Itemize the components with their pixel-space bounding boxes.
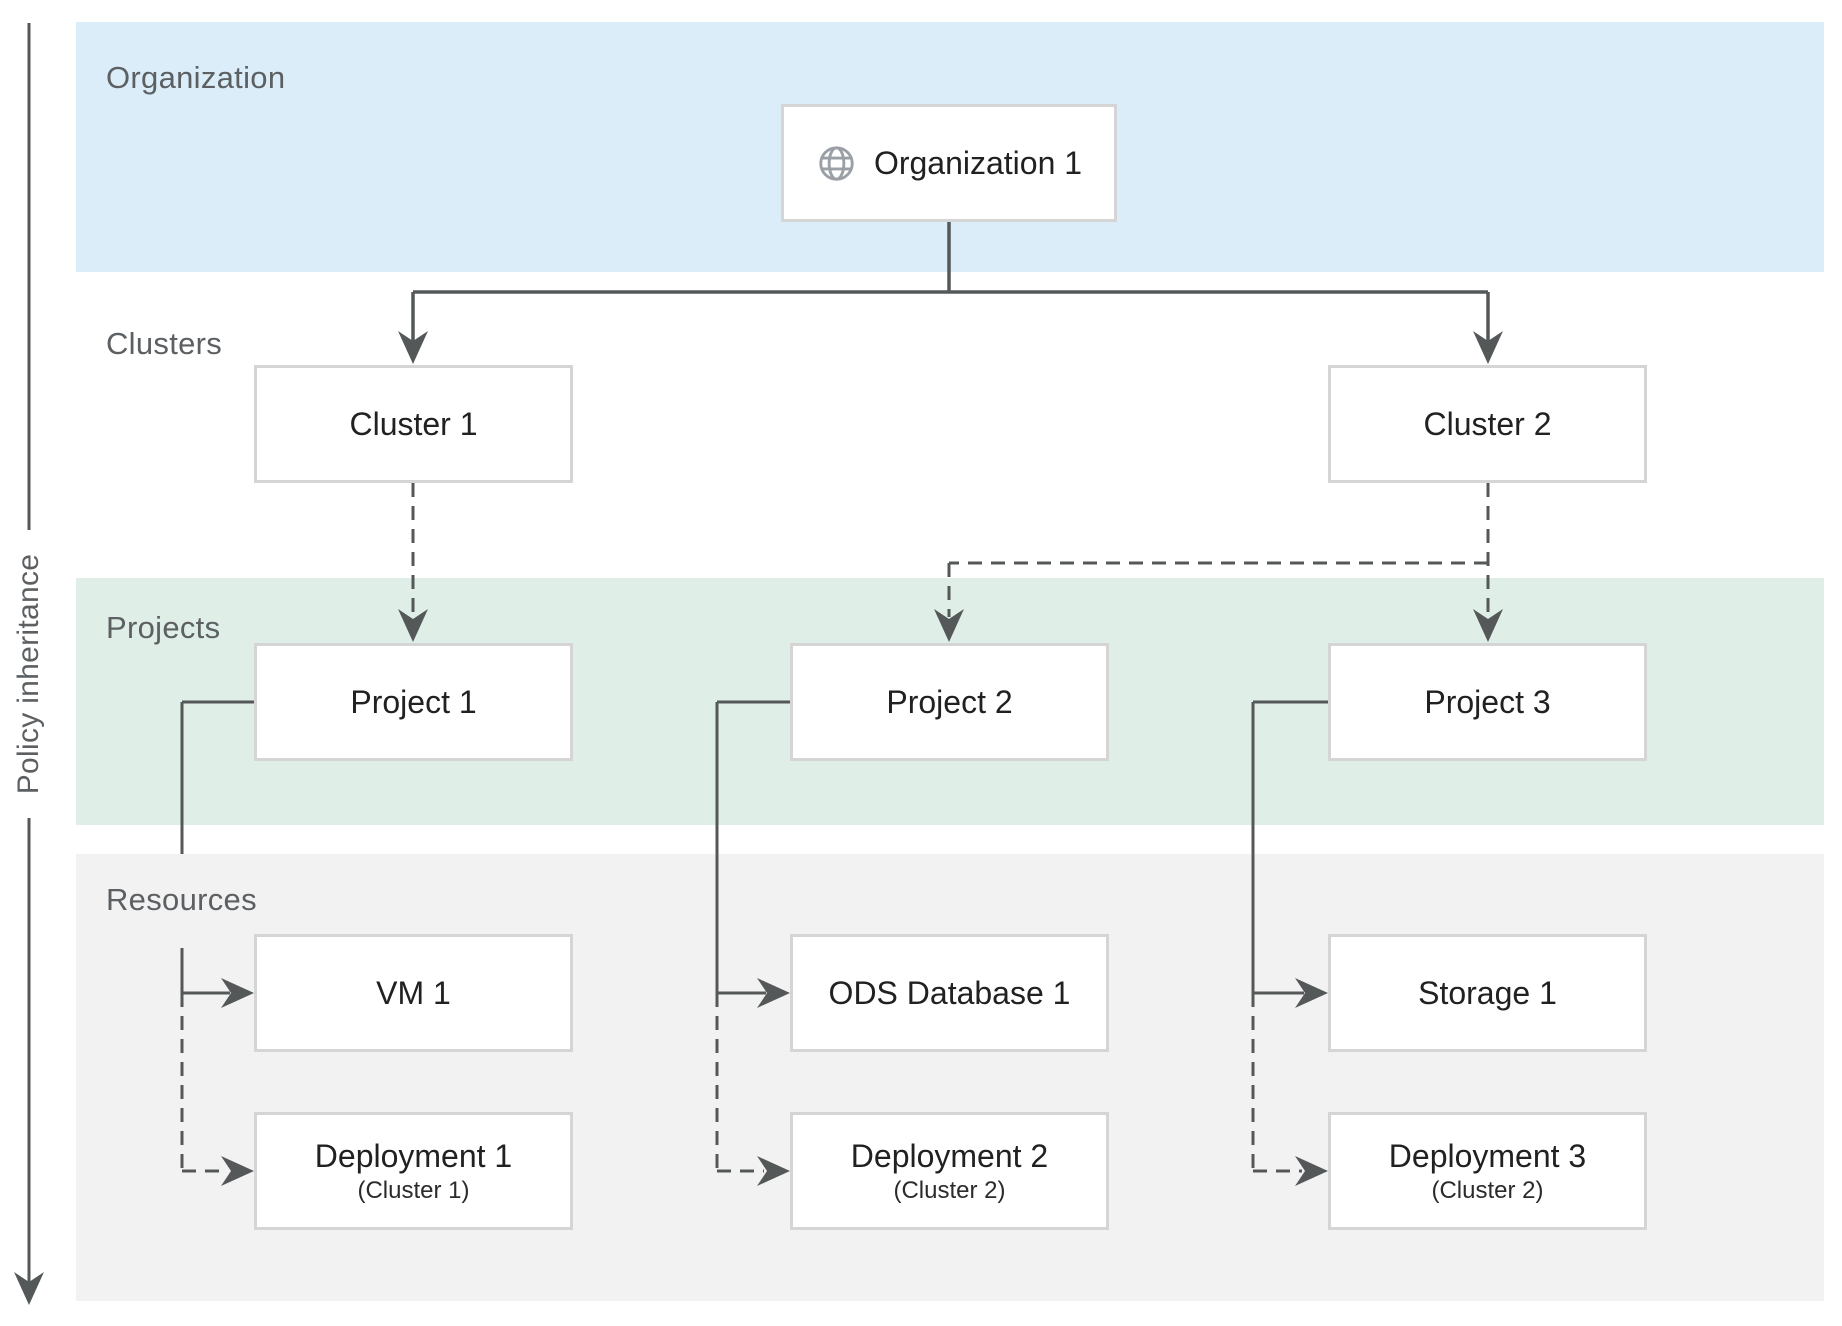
node-label: Project 2 [886,683,1013,720]
node-label: ODS Database 1 [828,974,1071,1011]
policy-inheritance-axis-label: Policy inheritance [12,553,45,795]
node-label: Storage 1 [1418,974,1557,1011]
node-sublabel: (Cluster 1) [357,1176,470,1204]
node-deployment-3: Deployment 3 (Cluster 2) [1328,1112,1647,1230]
band-label-resources: Resources [106,882,257,917]
node-label: Cluster 1 [349,405,478,442]
arrowhead-cluster-1 [398,331,428,364]
band-label-organization: Organization [106,60,286,95]
node-label: Deployment 1 [314,1137,513,1174]
node-label: Deployment 2 [850,1137,1049,1174]
band-label-projects: Projects [106,610,221,645]
node-cluster-2: Cluster 2 [1328,365,1647,483]
node-deployment-2: Deployment 2 (Cluster 2) [790,1112,1109,1230]
arrowhead-policy-axis [14,1272,44,1305]
node-label: Cluster 2 [1423,405,1552,442]
band-resources [76,854,1824,1301]
arrowhead-cluster-2 [1473,331,1503,364]
node-sublabel: (Cluster 2) [893,1176,1006,1204]
node-label: VM 1 [376,974,451,1011]
node-sublabel: (Cluster 2) [1431,1176,1544,1204]
node-label: Deployment 3 [1388,1137,1587,1174]
globe-icon [816,143,857,184]
node-ods-database-1: ODS Database 1 [790,934,1109,1052]
node-cluster-1: Cluster 1 [254,365,573,483]
node-label: Project 1 [350,683,477,720]
node-label: Organization 1 [873,144,1083,181]
band-label-clusters: Clusters [106,326,223,361]
node-storage-1: Storage 1 [1328,934,1647,1052]
node-organization-1: Organization 1 [781,104,1117,222]
node-project-3: Project 3 [1328,643,1647,761]
node-project-1: Project 1 [254,643,573,761]
node-deployment-1: Deployment 1 (Cluster 1) [254,1112,573,1230]
node-label: Project 3 [1424,683,1551,720]
node-vm-1: VM 1 [254,934,573,1052]
node-project-2: Project 2 [790,643,1109,761]
